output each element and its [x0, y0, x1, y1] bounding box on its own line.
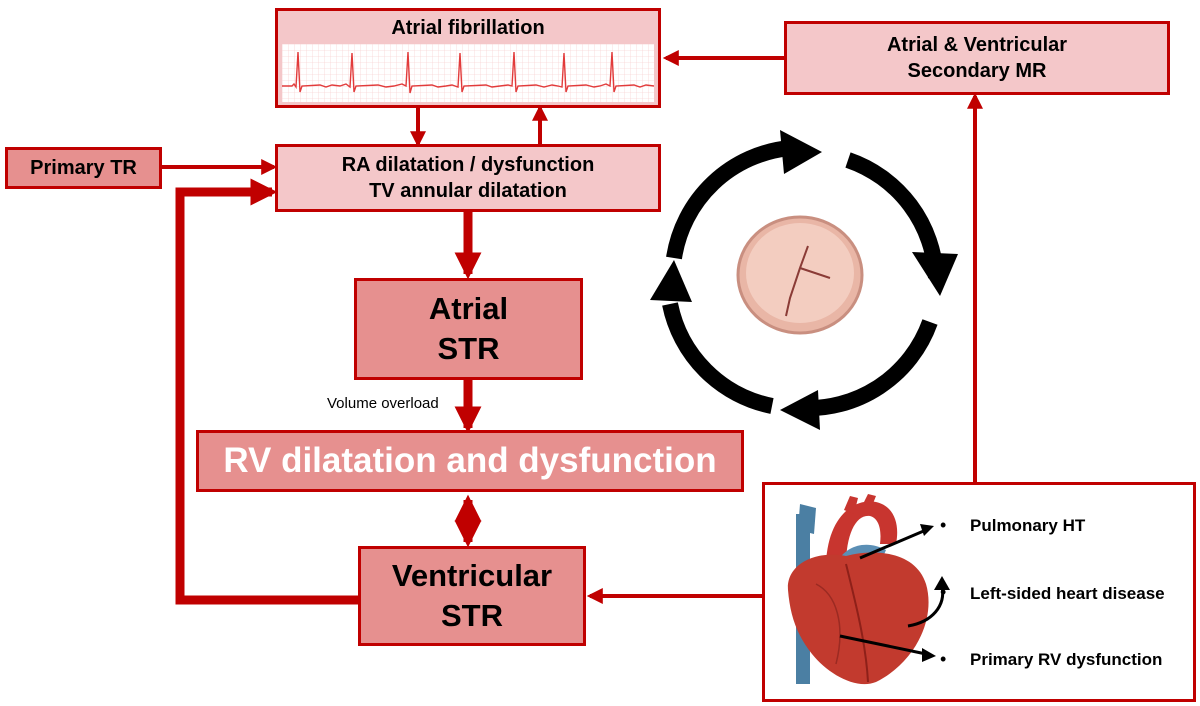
- cause-left-sided-heart-disease: Left-sided heart disease: [970, 584, 1165, 603]
- ventricular-str-line2: STR: [441, 598, 503, 633]
- rv-dysfunction-box: RV dilatation and dysfunction: [196, 430, 744, 492]
- ventricular-str-box: Ventricular STR: [358, 546, 586, 646]
- atrial-str-box: Atrial STR: [354, 278, 583, 380]
- primary-tr-box: Primary TR: [5, 147, 162, 189]
- circular-cycle-arrows-icon: [650, 130, 958, 430]
- rv-dysfunction-label: RV dilatation and dysfunction: [223, 441, 717, 480]
- atrial-str-line2: STR: [437, 331, 500, 366]
- tricuspid-valve-icon: [736, 215, 864, 335]
- ventricular-str-line1: Ventricular: [391, 558, 553, 593]
- heart-illustration-icon: [787, 494, 950, 685]
- arrow-ventricular-to-ra-loop: [175, 178, 358, 605]
- ra-dilatation-line1: RA dilatation / dysfunction: [341, 154, 595, 176]
- cause-bullet-2: •: [940, 582, 947, 602]
- ra-dilatation-box: RA dilatation / dysfunction TV annular d…: [275, 144, 661, 212]
- atrial-str-line1: Atrial: [428, 291, 509, 326]
- cause-primary-rv-dysfunction: Primary RV dysfunction: [970, 650, 1163, 669]
- cause-pulmonary-ht: Pulmonary HT: [970, 516, 1086, 535]
- secondary-mr-line1: Atrial & Ventricular: [886, 34, 1068, 56]
- cause-bullet-3: •: [940, 649, 947, 669]
- cause-bullet-1: •: [940, 515, 947, 535]
- volume-overload-label: Volume overload: [327, 395, 439, 412]
- secondary-mr-box: Atrial & Ventricular Secondary MR: [784, 21, 1170, 95]
- secondary-mr-line2: Secondary MR: [907, 60, 1047, 82]
- atrial-fibrillation-label: Atrial fibrillation: [391, 17, 545, 39]
- ra-dilatation-line2: TV annular dilatation: [369, 180, 567, 202]
- ecg-trace-icon: [282, 44, 654, 102]
- primary-tr-label: Primary TR: [30, 156, 137, 179]
- atrial-fibrillation-box: Atrial fibrillation: [275, 8, 661, 108]
